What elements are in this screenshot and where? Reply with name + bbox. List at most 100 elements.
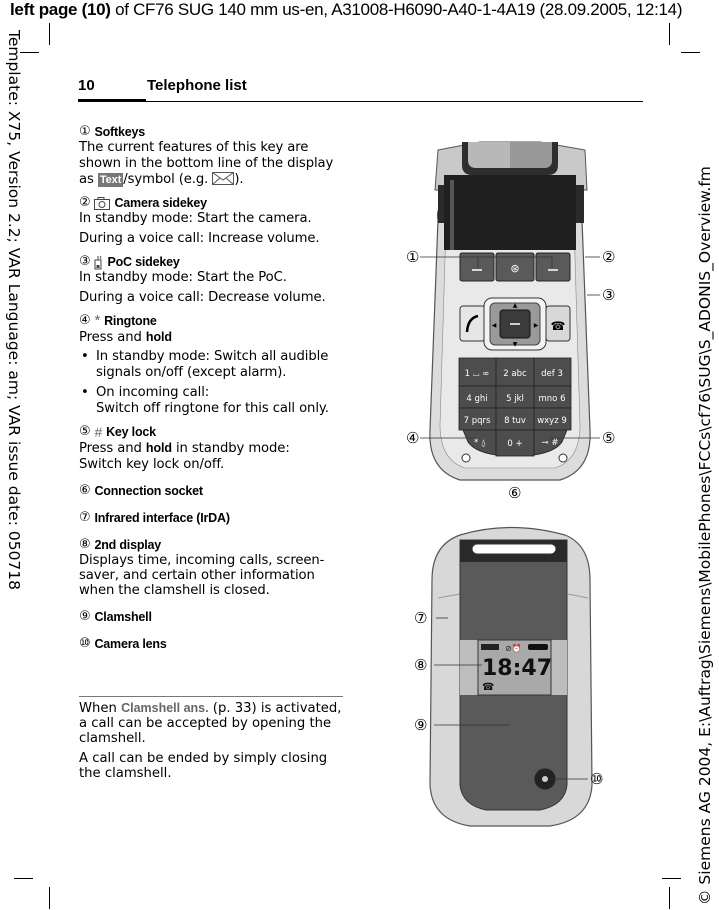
poc-icon <box>94 255 102 269</box>
svg-text:0 +: 0 + <box>507 439 522 449</box>
callout-3: ③ <box>602 286 615 304</box>
description-emphasis: hold <box>145 330 172 344</box>
svg-text:⊛: ⊛ <box>510 262 519 275</box>
envelope-icon <box>212 172 235 185</box>
description-text: in standby mode: <box>171 441 290 456</box>
item-description: During a voice call: Decrease volume. <box>79 290 326 305</box>
closed-phone-illustration: ⊘⏰ 18:47 ☎ ⑦ ⑧ ⑨ ⑩ <box>414 526 603 827</box>
note-paragraph: A call can be ended by simply closing th… <box>79 751 328 781</box>
description-text: The current features of this key are sho… <box>79 140 334 187</box>
hash-key-icon: # <box>94 424 103 440</box>
display-time: 18:47 <box>482 656 552 681</box>
callout-5: ⑤ <box>602 429 615 447</box>
print-doc-info: of CF76 SUG 140 mm us-en, A31008-H6090-A… <box>110 0 683 19</box>
crop-mark <box>14 878 33 879</box>
svg-text:☎: ☎ <box>482 682 494 693</box>
svg-text:def 3: def 3 <box>541 369 563 379</box>
note-paragraph: When Clamshell ans. (p. 33) is activated… <box>79 701 343 746</box>
page-number: 10 <box>78 77 95 94</box>
crop-mark <box>49 887 50 909</box>
callout-2: ② <box>602 248 615 266</box>
svg-text:4 ghi: 4 ghi <box>466 394 487 404</box>
item-description: Displays time, incoming calls, screen-sa… <box>79 553 325 598</box>
callout-1: ① <box>406 248 419 266</box>
item-description: In standby mode: Start the PoC. <box>79 270 287 285</box>
copyright-text: © Siemens AG 2004, E:\Auftrag\Siemens\Mo… <box>696 166 714 905</box>
svg-text:1 ⌴ ∞: 1 ⌴ ∞ <box>465 369 490 379</box>
crop-mark <box>681 52 700 53</box>
callout-number: ⑥ <box>79 483 91 498</box>
template-info-text: Template: X75, Version 2.2; VAR Language… <box>5 30 23 591</box>
softkey-text-badge: Text <box>97 173 124 187</box>
item-title: Softkeys <box>94 125 145 139</box>
note-box: When Clamshell ans. (p. 33) is activated… <box>79 696 343 786</box>
item-description: The current features of this key are sho… <box>79 140 347 188</box>
note-text: (p. 33) is activated, a call can be acce… <box>79 701 342 746</box>
svg-text:* ⍙: * ⍙ <box>474 438 487 448</box>
callout-10: ⑩ <box>590 770 603 788</box>
item-camera-sidekey: ② Camera sidekey In standby mode: Start … <box>79 195 347 247</box>
svg-text:2 abc: 2 abc <box>503 369 527 379</box>
right-softkey <box>535 252 571 282</box>
item-poc-sidekey: ③ PoC sidekey In standby mode: Start the… <box>79 254 347 306</box>
item-title: Clamshell <box>94 610 152 624</box>
callout-8: ⑧ <box>414 656 427 674</box>
item-ringtone: ④*Ringtone Press and hold In standby mod… <box>79 313 347 417</box>
left-softkey <box>459 252 495 282</box>
callout-9: ⑨ <box>414 716 427 734</box>
svg-text:☎: ☎ <box>551 319 566 333</box>
item-title: 2nd display <box>94 538 162 552</box>
item-title: Connection socket <box>94 484 203 498</box>
svg-text:⊸ #: ⊸ # <box>542 438 559 448</box>
crop-mark <box>669 23 670 45</box>
description-text: Press and <box>79 441 146 456</box>
header-rule <box>78 101 643 102</box>
bullet-item: In standby mode: Switch all audible sign… <box>79 349 347 381</box>
crop-mark <box>669 887 670 909</box>
svg-text:5 jkl: 5 jkl <box>506 394 524 404</box>
copyright-info: © Siemens AG 2004, E:\Auftrag\Siemens\Mo… <box>696 166 716 905</box>
item-key-lock: ⑤#Key lock Press and hold in standby mod… <box>79 424 347 473</box>
call-key <box>459 305 486 342</box>
svg-text:8 tuv: 8 tuv <box>504 416 526 426</box>
item-title: Camera lens <box>94 637 167 651</box>
internet-key <box>495 252 535 282</box>
callout-number: ② <box>79 195 91 210</box>
menu-reference: Clamshell ans. <box>121 701 209 715</box>
svg-text:mno 6: mno 6 <box>539 394 566 404</box>
item-title: PoC sidekey <box>107 255 180 269</box>
print-header: left page (10) of CF76 SUG 140 mm us-en,… <box>10 0 682 20</box>
item-title: Ringtone <box>104 314 157 328</box>
callout-number: ⑤ <box>79 424 91 439</box>
template-info: Template: X75, Version 2.2; VAR Language… <box>3 30 23 590</box>
camera-lens <box>542 776 548 782</box>
camera-icon <box>94 196 111 210</box>
item-description: During a voice call: Increase volume. <box>79 231 320 246</box>
print-page-label: left page (10) <box>10 0 111 19</box>
callout-number: ⑦ <box>79 510 91 525</box>
description-emphasis: hold <box>145 441 172 455</box>
item-description: In standby mode: Start the camera. <box>79 211 312 226</box>
svg-text:▼: ▼ <box>513 341 518 348</box>
callout-number: ⑩ <box>79 636 91 651</box>
keypad <box>458 357 572 457</box>
callout-4: ④ <box>406 429 419 447</box>
callout-number: ① <box>79 124 91 139</box>
item-title: Key lock <box>106 425 156 439</box>
svg-text:⊘⏰: ⊘⏰ <box>505 643 522 653</box>
crop-mark <box>20 52 39 53</box>
page-title: Telephone list <box>147 77 247 94</box>
svg-text:7 pqrs: 7 pqrs <box>464 416 491 426</box>
svg-text:▶: ▶ <box>534 322 539 329</box>
svg-text:◀: ◀ <box>492 322 497 329</box>
star-key-icon: * <box>94 312 101 329</box>
item-description: Switch key lock on/off. <box>79 457 225 472</box>
